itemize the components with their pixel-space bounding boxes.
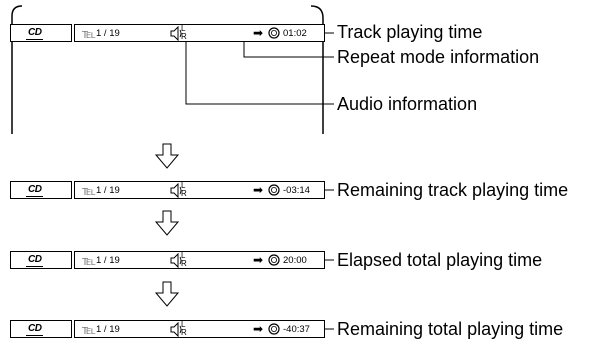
track-number: 1 / 19 <box>96 185 120 196</box>
track-number: 1 / 19 <box>96 28 120 39</box>
label-repeat-mode: Repeat mode information <box>337 47 540 67</box>
cd-logo-box: CD <box>10 320 72 338</box>
repeat-arrow-icon: ➡ <box>253 322 264 336</box>
label-track-playing-time: Track playing time <box>337 22 483 42</box>
cd-logo: CD <box>26 27 44 42</box>
channel-right: R <box>181 189 187 198</box>
time-readout: 01:02 <box>283 28 307 39</box>
repeat-arrow-icon: ➡ <box>253 253 264 267</box>
cd-logo: CD <box>26 184 44 199</box>
repeat-arrow-icon: ➡ <box>253 183 264 197</box>
info-box: ℡ 1 / 19 L R ➡ 20:00 <box>74 251 325 269</box>
info-box: ℡ 1 / 19 L R ➡ 01:02 <box>74 24 325 42</box>
cd-logo-box: CD <box>10 24 72 42</box>
channel-right: R <box>181 32 187 41</box>
display-bar-4: CD ℡ 1 / 19 L R ➡ -40:37 <box>10 320 326 338</box>
down-arrow-icon <box>154 281 180 307</box>
clock-icon <box>268 254 280 266</box>
channel-left: L <box>181 181 186 190</box>
label-remaining-total: Remaining total playing time <box>337 319 564 339</box>
track-number: 1 / 19 <box>96 255 120 266</box>
track-number: 1 / 19 <box>96 324 120 335</box>
track-icon: ℡ <box>82 253 96 268</box>
repeat-arrow-icon: ➡ <box>253 26 264 40</box>
clock-icon <box>268 184 280 196</box>
info-box: ℡ 1 / 19 L R ➡ -03:14 <box>74 181 325 199</box>
speaker-icon <box>170 322 182 337</box>
label-remaining-track: Remaining track playing time <box>337 180 569 200</box>
time-readout: 20:00 <box>283 255 307 266</box>
screen-outline-left <box>11 5 23 134</box>
channel-right: R <box>181 259 187 268</box>
speaker-icon <box>170 253 182 268</box>
cd-logo-box: CD <box>10 181 72 199</box>
time-readout: -40:37 <box>283 324 310 335</box>
down-arrow-icon <box>154 143 180 169</box>
track-icon: ℡ <box>82 26 96 41</box>
time-readout: -03:14 <box>283 185 310 196</box>
clock-icon <box>268 323 280 335</box>
label-elapsed-total: Elapsed total playing time <box>337 250 543 270</box>
leader-audio-info <box>185 42 334 105</box>
down-arrow-icon <box>154 210 180 236</box>
info-box: ℡ 1 / 19 L R ➡ -40:37 <box>74 320 325 338</box>
clock-icon <box>268 27 280 39</box>
leader-repeat-mode <box>243 37 334 58</box>
cd-logo: CD <box>26 323 44 338</box>
channel-right: R <box>181 328 187 337</box>
label-audio-info: Audio information <box>337 94 478 114</box>
speaker-icon <box>170 183 182 198</box>
cd-logo: CD <box>26 254 44 269</box>
display-bar-1: CD ℡ 1 / 19 L R ➡ 01:02 <box>10 24 326 42</box>
channel-left: L <box>181 320 186 329</box>
display-bar-3: CD ℡ 1 / 19 L R ➡ 20:00 <box>10 251 326 269</box>
channel-left: L <box>181 251 186 260</box>
display-bar-2: CD ℡ 1 / 19 L R ➡ -03:14 <box>10 181 326 199</box>
cd-logo-box: CD <box>10 251 72 269</box>
track-icon: ℡ <box>82 322 96 337</box>
track-icon: ℡ <box>82 183 96 198</box>
channel-left: L <box>181 24 186 33</box>
screen-outline-right <box>310 5 324 134</box>
speaker-icon <box>170 26 182 41</box>
